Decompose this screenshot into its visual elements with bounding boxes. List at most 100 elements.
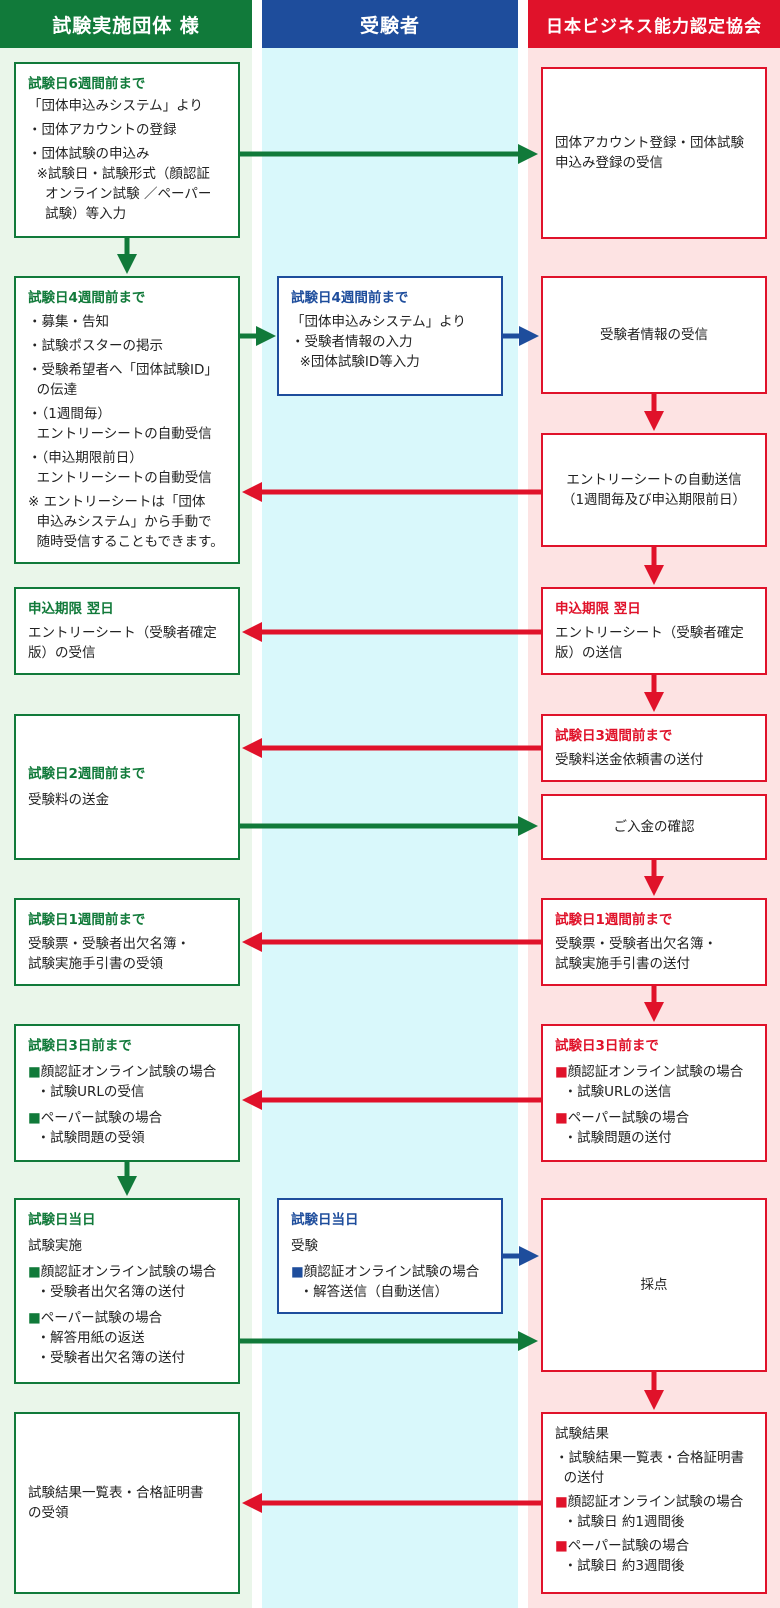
step-text: エントリーシート（受験者確定 <box>28 625 217 641</box>
step-text: 顔認証オンライン試験の場合 <box>555 1492 753 1512</box>
step-text: 顔認証オンライン試験の場合 <box>28 1062 226 1082</box>
step-text: ・試験日 約1週間後 <box>555 1514 685 1530</box>
assoc-step-entry-send: 申込期限 翌日 エントリーシート（受験者確定 版）の送信 <box>541 587 767 675</box>
step-text: 試験結果 <box>555 1426 609 1442</box>
lane-examinee-header: 受験者 <box>262 0 518 48</box>
step-text: 受験票・受験者出欠名簿・ <box>555 936 717 952</box>
step-text: 受験者情報の受信 <box>600 327 708 343</box>
step-text: 試験）等入力 <box>28 206 127 222</box>
step-text: 試験実施手引書の受領 <box>28 956 163 972</box>
org-step-3days: 試験日3日前まで 顔認証オンライン試験の場合 ・試験URLの受信 ペーパー試験の… <box>14 1024 240 1162</box>
step-text: 版）の受信 <box>28 645 96 661</box>
step-text: エントリーシートの自動受信 <box>28 470 212 486</box>
step-text: ペーパー試験の場合 <box>555 1536 753 1556</box>
org-step-exam-day: 試験日当日 試験実施 顔認証オンライン試験の場合 ・受験者出欠名簿の送付 ペーパ… <box>14 1198 240 1384</box>
step-text: の伝達 <box>28 382 78 398</box>
step-text: ・受験者出欠名簿の送付 <box>28 1284 186 1300</box>
step-heading: 試験日3日前まで <box>555 1038 659 1054</box>
step-text: 試験結果一覧表・合格証明書 <box>28 1485 204 1501</box>
step-text: 受験票・受験者出欠名簿・ <box>28 936 190 952</box>
assoc-step-fee-request: 試験日3週間前まで 受験料送金依頼書の送付 <box>541 714 767 782</box>
step-text: 顔認証オンライン試験の場合 <box>555 1062 753 1082</box>
step-text: 「団体申込みシステム」より <box>28 98 203 114</box>
org-step-ticket-receive: 試験日1週間前まで 受験票・受験者出欠名簿・ 試験実施手引書の受領 <box>14 898 240 986</box>
step-heading: 試験日当日 <box>291 1212 359 1228</box>
step-text: 試験実施手引書の送付 <box>555 956 690 972</box>
step-text: ご入金の確認 <box>613 819 695 835</box>
step-text: の送付 <box>555 1470 605 1486</box>
step-heading: 申込期限 翌日 <box>28 601 114 617</box>
assoc-step-grading: 採点 <box>541 1198 767 1372</box>
examinee-step-info-input: 試験日4週間前まで 「団体申込みシステム」より ・受験者情報の入力 ※団体試験I… <box>277 276 503 396</box>
step-text: 団体アカウント登録・団体試験 <box>555 135 744 151</box>
assoc-step-ticket-send: 試験日1週間前まで 受験票・受験者出欠名簿・ 試験実施手引書の送付 <box>541 898 767 986</box>
step-text: ・受験者出欠名簿の送付 <box>28 1350 186 1366</box>
step-heading: 試験日1週間前まで <box>555 912 673 928</box>
step-text: ・団体試験の申込み <box>28 146 150 162</box>
step-text: 受験料の送金 <box>28 792 109 808</box>
step-text: 顔認証オンライン試験の場合 <box>28 1262 226 1282</box>
step-heading: 試験日2週間前まで <box>28 766 146 782</box>
org-step-application: 試験日6週間前まで 「団体申込みシステム」より ・団体アカウントの登録 ・団体試… <box>14 62 240 238</box>
step-text: 「団体申込みシステム」より <box>291 314 466 330</box>
step-heading: 試験日3日前まで <box>28 1038 132 1054</box>
step-heading: 試験日3週間前まで <box>555 728 673 744</box>
org-step-recruitment: 試験日4週間前まで ・募集・告知 ・試験ポスターの掲示 ・受験希望者へ「団体試験… <box>14 276 240 564</box>
step-text: ・（申込期限前日） <box>28 450 143 466</box>
step-text: ペーパー試験の場合 <box>28 1308 226 1328</box>
step-text: ※団体試験ID等入力 <box>291 354 420 370</box>
step-text: 採点 <box>640 1277 668 1293</box>
step-text: ・募集・告知 <box>28 314 109 330</box>
step-heading: 試験日1週間前まで <box>28 912 146 928</box>
step-text: ・試験結果一覧表・合格証明書 <box>555 1450 744 1466</box>
step-heading: 試験日当日 <box>28 1212 96 1228</box>
step-text: の受領 <box>28 1505 69 1521</box>
step-text: エントリーシート（受験者確定 <box>555 625 744 641</box>
assoc-step-examinee-info-receive: 受験者情報の受信 <box>541 276 767 394</box>
step-text: ※試験日・試験形式（顔認証 <box>28 166 210 182</box>
step-text: ・試験問題の送付 <box>555 1130 672 1146</box>
assoc-step-entry-auto-send: エントリーシートの自動送信 （1週間毎及び申込期限前日） <box>541 433 767 547</box>
step-text: 受験料送金依頼書の送付 <box>555 752 704 768</box>
assoc-step-results-send: 試験結果 ・試験結果一覧表・合格証明書 の送付 顔認証オンライン試験の場合 ・試… <box>541 1412 767 1594</box>
assoc-step-payment-confirm: ご入金の確認 <box>541 794 767 860</box>
org-step-payment: 試験日2週間前まで 受験料の送金 <box>14 714 240 860</box>
step-heading: 試験日4週間前まで <box>291 290 409 306</box>
step-text: ・受験者情報の入力 <box>291 334 413 350</box>
step-text: （1週間毎及び申込期限前日） <box>561 492 747 508</box>
step-heading: 試験日6週間前まで <box>28 76 146 92</box>
step-text: エントリーシートの自動受信 <box>28 426 212 442</box>
examinee-step-exam-day: 試験日当日 受験 顔認証オンライン試験の場合 ・解答送信（自動送信） <box>277 1198 503 1314</box>
step-text: ※ エントリーシートは「団体 <box>28 494 206 510</box>
org-step-entry-receive: 申込期限 翌日 エントリーシート（受験者確定 版）の受信 <box>14 587 240 675</box>
step-heading: 申込期限 翌日 <box>555 601 641 617</box>
step-text: 試験実施 <box>28 1238 82 1254</box>
step-text: ・試験日 約3週間後 <box>555 1558 685 1574</box>
step-text: ・受験希望者へ「団体試験ID」 <box>28 362 218 378</box>
step-text: 版）の送信 <box>555 645 623 661</box>
step-text: ・団体アカウントの登録 <box>28 122 177 138</box>
step-text: ペーパー試験の場合 <box>555 1108 753 1128</box>
lane-org-header: 試験実施団体 様 <box>0 0 252 48</box>
step-text: ・試験URLの受信 <box>28 1084 145 1100</box>
step-text: 申込み登録の受信 <box>555 155 663 171</box>
org-step-results-receive: 試験結果一覧表・合格証明書 の受領 <box>14 1412 240 1594</box>
step-text: ・解答用紙の返送 <box>28 1330 145 1346</box>
step-text: 受験 <box>291 1238 318 1254</box>
assoc-step-registration-receive: 団体アカウント登録・団体試験 申込み登録の受信 <box>541 67 767 239</box>
step-text: エントリーシートの自動送信 <box>566 472 742 488</box>
step-text: 随時受信することもできます。 <box>28 534 224 550</box>
step-text: 顔認証オンライン試験の場合 <box>291 1262 489 1282</box>
step-text: オンライン試験 ／ペーパー <box>28 186 212 202</box>
step-heading: 試験日4週間前まで <box>28 290 146 306</box>
step-text: 申込みシステム」から手動で <box>28 514 212 530</box>
step-text: ・試験URLの送信 <box>555 1084 672 1100</box>
step-text: ・解答送信（自動送信） <box>291 1284 449 1300</box>
step-text: ・試験ポスターの掲示 <box>28 338 163 354</box>
step-text: ・試験問題の受領 <box>28 1130 145 1146</box>
lane-assoc-header: 日本ビジネス能力認定協会 <box>528 0 780 48</box>
assoc-step-3days: 試験日3日前まで 顔認証オンライン試験の場合 ・試験URLの送信 ペーパー試験の… <box>541 1024 767 1162</box>
step-text: ペーパー試験の場合 <box>28 1108 226 1128</box>
step-text: ・（1週間毎） <box>28 406 111 422</box>
